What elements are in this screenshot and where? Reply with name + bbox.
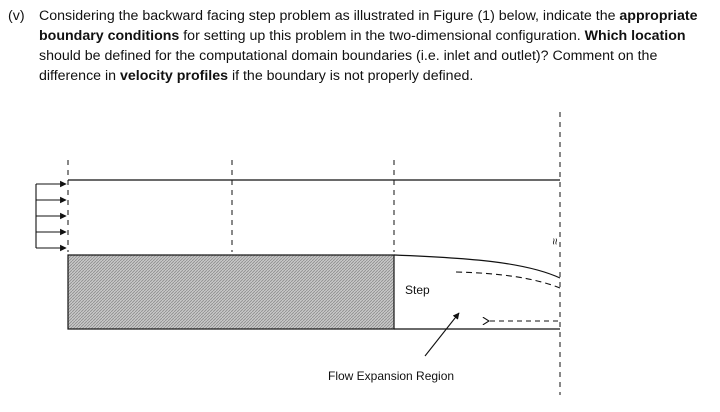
expansion-pointer-arrow — [424, 312, 460, 357]
question-line: difference in velocity profiles if the b… — [8, 66, 708, 86]
question-emphasis: boundary conditions — [39, 28, 180, 44]
question-segment: should be defined for the computational … — [39, 48, 658, 64]
inlet-velocity-arrows — [36, 180, 67, 252]
step-block — [67, 254, 395, 330]
step-label: Step — [405, 283, 430, 297]
question-segment: if the boundary is not properly defined. — [228, 68, 474, 84]
question-line: boundary conditions for setting up this … — [8, 26, 708, 46]
expansion-region-label: Flow Expansion Region — [328, 369, 454, 383]
dashed-streamline — [455, 271, 561, 289]
question-line: (v) Considering the backward facing step … — [8, 6, 708, 26]
question-segment: Considering the backward facing step pro… — [39, 8, 620, 24]
question-emphasis: appropriate — [619, 8, 698, 24]
question-emphasis: velocity profiles — [119, 68, 229, 84]
question-line: should be defined for the computational … — [8, 46, 708, 66]
question-text: (v) Considering the backward facing step … — [8, 6, 708, 86]
question-number: (v) — [8, 8, 25, 24]
question-segment: for setting up this problem in the two-d… — [179, 28, 585, 44]
break-symbol: ≈ — [548, 238, 562, 245]
question-segment: difference in — [39, 68, 120, 84]
question-emphasis: Which location — [584, 28, 686, 44]
shear-layer-curve — [393, 254, 561, 279]
